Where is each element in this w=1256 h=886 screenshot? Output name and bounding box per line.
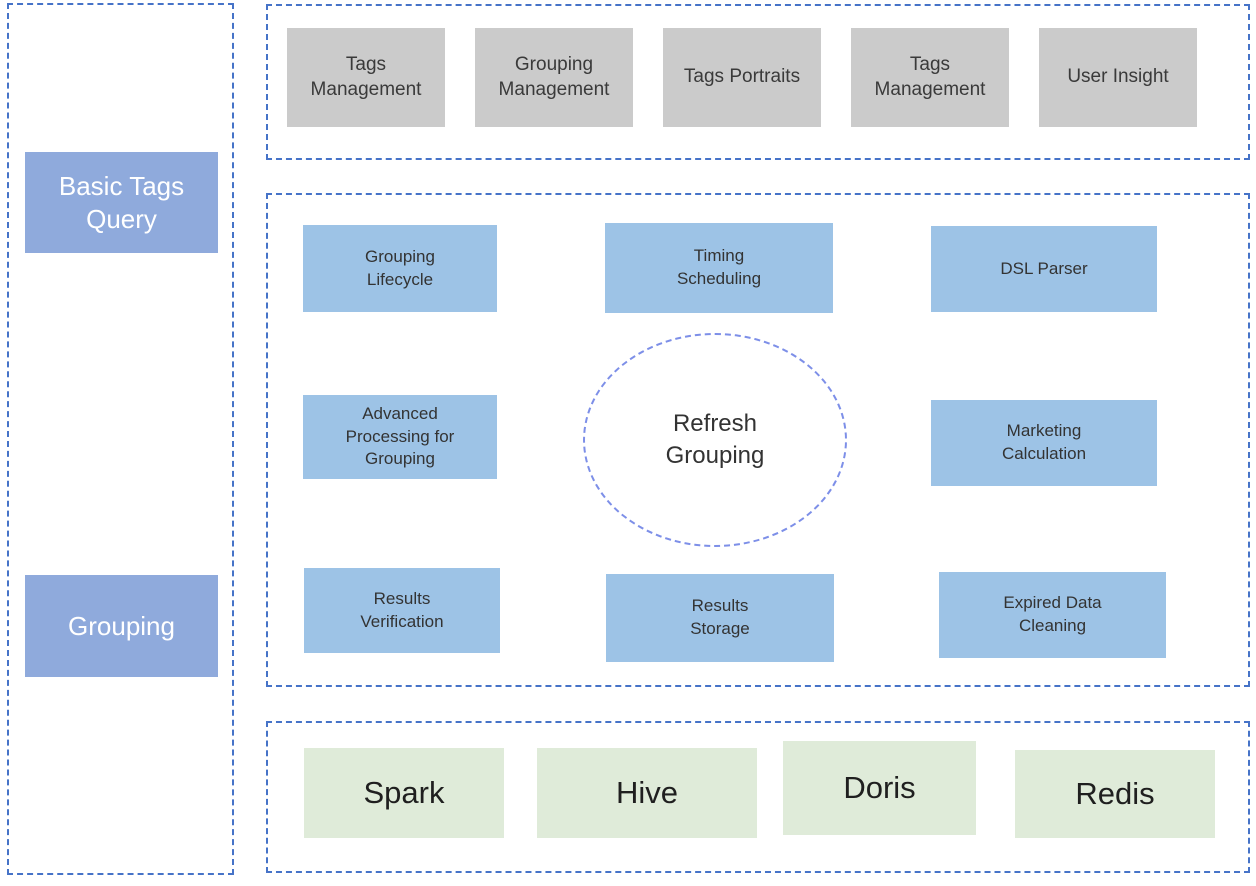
module-box-label: DSL Parser bbox=[1000, 258, 1088, 278]
module-box-label: Expired Data Cleaning bbox=[1003, 593, 1102, 635]
module-box-label: Timing Scheduling bbox=[676, 246, 762, 288]
app-box-grouping-management: Grouping Management bbox=[475, 28, 633, 127]
module-box-marketing-calculation: Marketing Calculation bbox=[931, 400, 1157, 486]
storage-box-spark: Spark bbox=[304, 748, 504, 838]
app-box-tags-portraits: Tags Portraits bbox=[663, 28, 821, 127]
module-box-results-verification: Results Verification bbox=[304, 568, 500, 653]
sidebar-panel bbox=[7, 3, 234, 875]
app-box-tags-management: Tags Management bbox=[287, 28, 445, 127]
module-box-results-storage: Results Storage bbox=[606, 574, 834, 662]
sidebar-box-label: Grouping bbox=[68, 610, 175, 641]
sidebar-box-label: Basic Tags Query bbox=[58, 171, 185, 234]
module-box-label: Results Storage bbox=[690, 596, 750, 638]
sidebar-box-grouping: Grouping bbox=[25, 575, 218, 677]
storage-box-label: Hive bbox=[615, 775, 678, 810]
module-box-label: Advanced Processing for Grouping bbox=[345, 403, 455, 469]
refresh-grouping-circle: Refresh Grouping bbox=[583, 333, 847, 547]
module-box-timing-scheduling: Timing Scheduling bbox=[605, 223, 833, 313]
module-box-expired-data-cleaning: Expired Data Cleaning bbox=[939, 572, 1166, 658]
storage-layer-panel bbox=[266, 721, 1250, 873]
app-box-label: Grouping Management bbox=[498, 53, 610, 100]
engine-layer-panel bbox=[266, 193, 1250, 687]
app-box-label: Tags Management bbox=[310, 53, 422, 100]
app-box-tags-management-2: Tags Management bbox=[851, 28, 1009, 127]
storage-box-redis: Redis bbox=[1015, 750, 1215, 838]
storage-box-hive: Hive bbox=[537, 748, 757, 838]
module-box-label: Marketing Calculation bbox=[1001, 421, 1087, 463]
app-box-user-insight: User Insight bbox=[1039, 28, 1197, 127]
sidebar-box-basic-tags-query: Basic Tags Query bbox=[25, 152, 218, 253]
app-box-label: User Insight bbox=[1067, 66, 1169, 88]
app-box-label: Tags Portraits bbox=[683, 66, 801, 88]
storage-box-doris: Doris bbox=[783, 741, 976, 835]
application-layer-panel bbox=[266, 4, 1250, 160]
module-box-dsl-parser: DSL Parser bbox=[931, 226, 1157, 312]
app-box-label: Tags Management bbox=[874, 53, 986, 100]
storage-box-label: Doris bbox=[843, 770, 916, 805]
module-box-advanced-processing: Advanced Processing for Grouping bbox=[303, 395, 497, 479]
module-box-grouping-lifecycle: Grouping Lifecycle bbox=[303, 225, 497, 312]
storage-box-label: Redis bbox=[1075, 776, 1155, 811]
storage-box-label: Spark bbox=[363, 775, 445, 810]
module-box-label: Grouping Lifecycle bbox=[365, 246, 435, 289]
module-box-label: Results Verification bbox=[360, 588, 444, 631]
refresh-grouping-label: Refresh Grouping bbox=[665, 409, 765, 469]
